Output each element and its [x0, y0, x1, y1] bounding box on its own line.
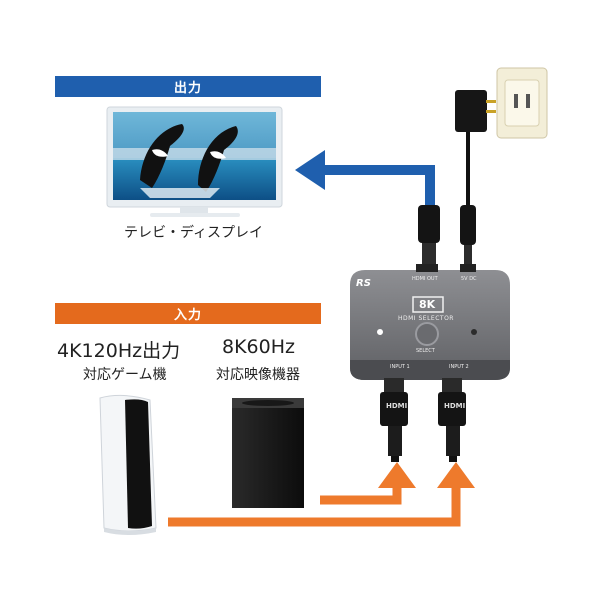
- tv-display: [107, 107, 282, 217]
- input1-label: INPUT 1: [390, 364, 410, 370]
- input2-hdmi-cable: [438, 378, 466, 462]
- power-outlet: [497, 68, 547, 138]
- source1-desc: 対応ゲーム機: [83, 364, 167, 384]
- power-adapter: [455, 90, 496, 205]
- port-output-label: HDMI OUT: [412, 276, 438, 282]
- game-console: [100, 395, 156, 535]
- source1-spec: 4K120Hz出力: [57, 336, 180, 363]
- badge-8k: 8K: [419, 298, 435, 311]
- power-cable-plug: [460, 205, 476, 265]
- output-arrow: [295, 150, 430, 205]
- model-label: HDMI SELECTOR: [398, 315, 454, 322]
- video-device-tower: [232, 398, 304, 508]
- source2-spec: 8K60Hz: [222, 336, 295, 358]
- select-button-label: SELECT: [416, 348, 435, 354]
- brand-logo: RS: [356, 278, 371, 289]
- input1-hdmi-cable: [380, 378, 408, 462]
- input-arrows: [168, 462, 475, 522]
- source2-desc: 対応映像機器: [216, 364, 300, 384]
- tv-caption: テレビ・ディスプレイ: [124, 222, 263, 242]
- input2-label: INPUT 2: [449, 364, 469, 370]
- input2-connector-label: HDMI: [444, 402, 465, 410]
- port-power-label: 5V DC: [461, 276, 477, 282]
- output-hdmi-cable: [418, 205, 440, 265]
- input1-connector-label: HDMI: [386, 402, 407, 410]
